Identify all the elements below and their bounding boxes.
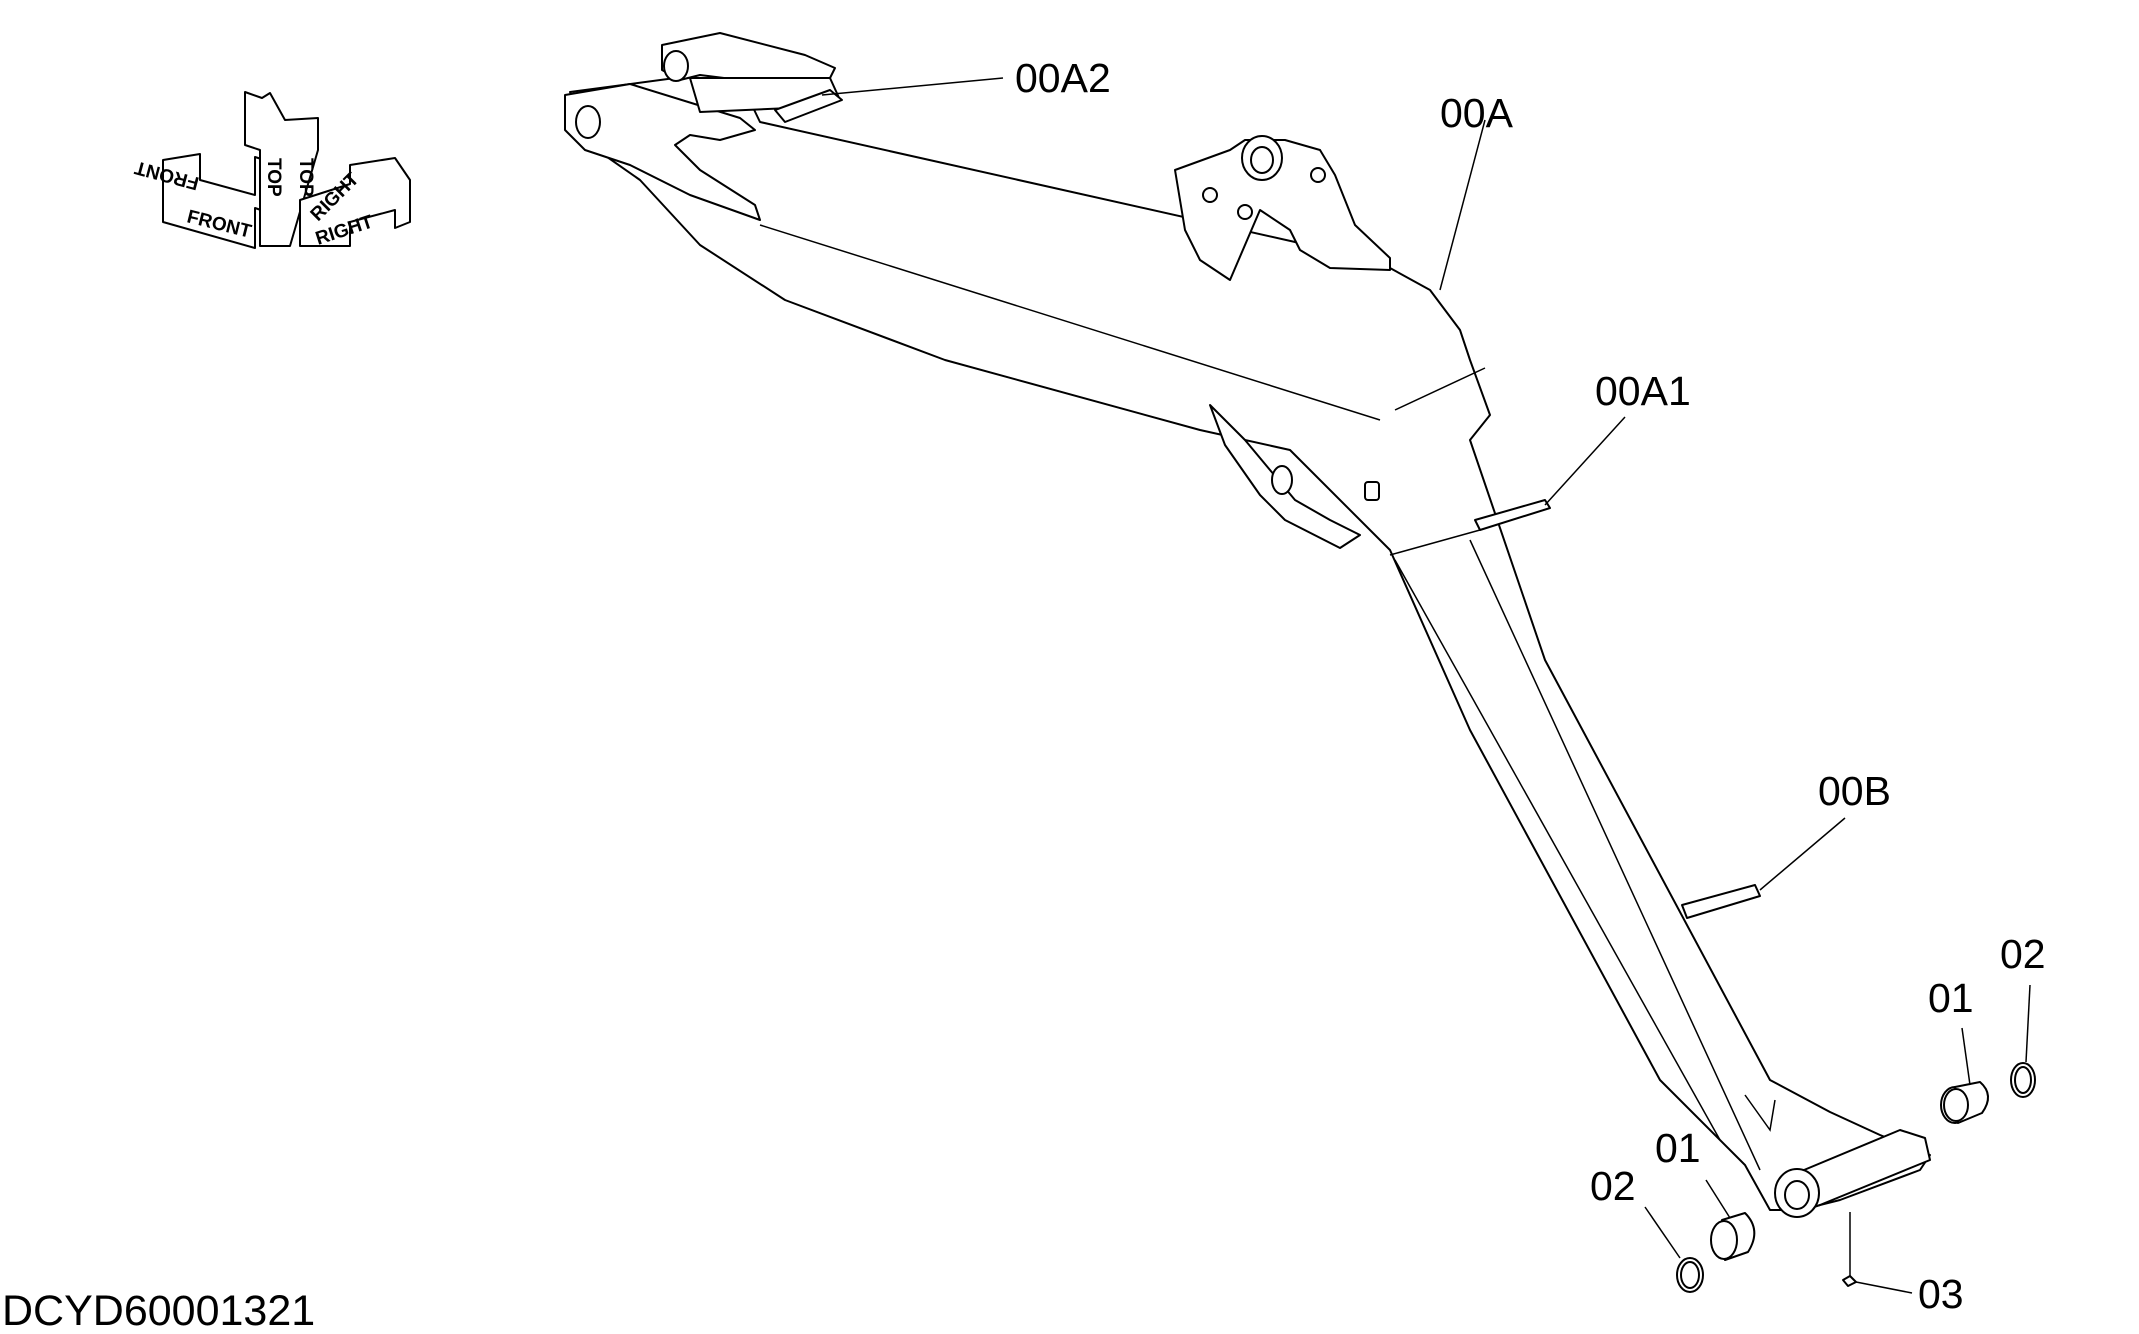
top-label: TOP	[263, 158, 284, 197]
callout-labels: 00A2 00A 00A1 00B 01 02 01 02 03	[1015, 55, 2046, 1317]
leader-02-left	[1644, 1206, 1681, 1259]
seam-line-lower	[1389, 529, 1481, 556]
callout-01-right: 01	[1928, 975, 1974, 1021]
callout-00A2: 00A2	[1015, 55, 1111, 101]
boom-crossbar-plate-00A2	[774, 89, 843, 123]
boom-tip-hole	[1784, 1180, 1810, 1210]
plate-00B	[1681, 884, 1761, 919]
bracket-bolt-hole-1	[1202, 187, 1218, 203]
grease-fitting	[1364, 481, 1380, 501]
seal-02-right-inner	[2014, 1066, 2032, 1094]
seal-02-left-inner	[1680, 1261, 1700, 1289]
leader-lines	[821, 77, 2031, 1294]
seam-line-mid	[1394, 367, 1486, 411]
boom-pivot-hole-right	[663, 50, 689, 82]
top-label-rotated: TOP	[295, 158, 316, 197]
cylinder-pin-hole	[1250, 146, 1274, 174]
seam-line-upper	[759, 224, 1381, 421]
leader-00A1	[1544, 416, 1626, 506]
grease-nipple-03	[1842, 1275, 1857, 1287]
callout-03: 03	[1918, 1271, 1964, 1317]
boom-fork-left	[564, 83, 761, 221]
right-arrow-icon	[299, 157, 411, 247]
leader-00B	[1759, 817, 1846, 891]
bracket-bolt-hole-3	[1310, 167, 1326, 183]
boom-upper-plate	[569, 69, 1931, 1211]
leader-00A2	[821, 77, 1004, 96]
middle-lug	[1209, 404, 1361, 549]
callout-00A: 00A	[1440, 90, 1514, 136]
leader-01-left	[1705, 1179, 1731, 1219]
leader-00A	[1439, 119, 1486, 291]
callout-00A1: 00A1	[1595, 368, 1691, 414]
leader-01-right	[1961, 1027, 1971, 1086]
document-id: DCYD60001321	[2, 1287, 315, 1334]
bracket-bolt-hole-2	[1237, 204, 1253, 220]
bushing-01-right-face	[1943, 1088, 1969, 1122]
seam-edge-long	[1469, 539, 1761, 1171]
boom-pivot-hole-left	[575, 105, 601, 139]
leader-02-right	[2025, 984, 2031, 1063]
leader-03-horizontal	[1855, 1281, 1913, 1294]
loose-parts	[1676, 1062, 2036, 1293]
tip-gusset	[1744, 1094, 1776, 1132]
bushing-01-left-face	[1710, 1220, 1738, 1260]
callout-01-left: 01	[1655, 1125, 1701, 1171]
middle-lug-hole	[1271, 465, 1293, 495]
callout-02-right: 02	[2000, 931, 2046, 977]
seam-edge-long-2	[1394, 559, 1721, 1141]
plate-00A1	[1474, 499, 1551, 531]
boom-assembly	[564, 32, 1931, 1218]
orientation-indicator: FRONT FRONT TOP TOP RIGHT RIGHT	[132, 91, 411, 250]
callout-00B: 00B	[1818, 768, 1891, 814]
callout-02-left: 02	[1590, 1163, 1636, 1209]
